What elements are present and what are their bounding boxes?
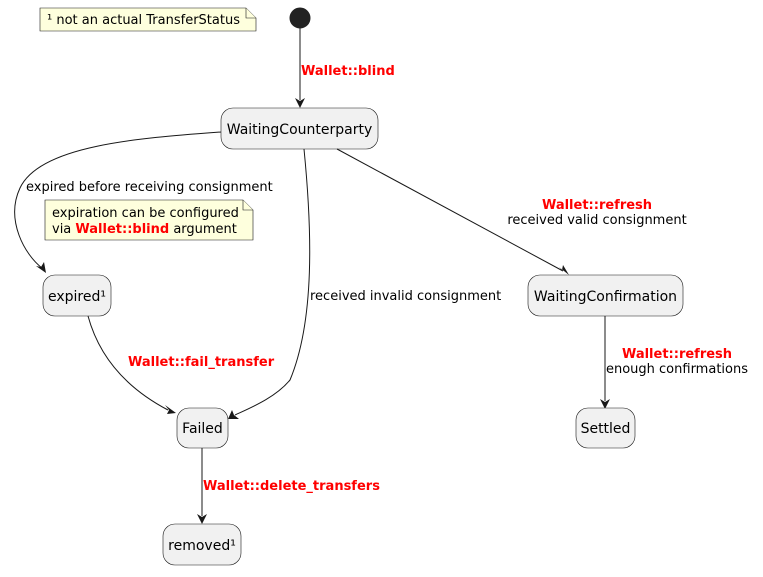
edge-start-to-waiting-counterparty: Wallet::blind — [295, 28, 395, 108]
state-waiting-confirmation: WaitingConfirmation — [527, 274, 684, 317]
edge-waiting-counterparty-to-expired: expired before receiving consignment — [14, 131, 273, 273]
edge-failed-to-removed: Wallet::delete_transfers — [197, 448, 380, 524]
state-removed-label: removed¹ — [168, 538, 236, 554]
label-enough-confirmations: enough confirmations — [606, 362, 748, 377]
edge-waiting-counterparty-to-waiting-confirmation: Wallet::refresh received valid consignme… — [336, 148, 687, 275]
state-settled-label: Settled — [581, 421, 631, 437]
label-wallet-refresh-1: Wallet::refresh — [542, 198, 652, 213]
state-failed-label: Failed — [182, 421, 223, 437]
expiration-note-line1: expiration can be configured — [52, 206, 239, 221]
label-expired-before-receiving: expired before receiving consignment — [26, 180, 273, 195]
label-wallet-blind: Wallet::blind — [301, 64, 395, 79]
expiration-note: expiration can be configured via Wallet:… — [44, 199, 254, 241]
expiration-note-line2: via Wallet::blind argument — [52, 222, 237, 237]
label-received-invalid-consignment: received invalid consignment — [310, 289, 501, 304]
label-wallet-fail-transfer: Wallet::fail_transfer — [128, 355, 275, 370]
edge-waiting-confirmation-to-settled: Wallet::refresh enough confirmations — [600, 316, 748, 409]
label-received-valid-consignment: received valid consignment — [507, 213, 686, 228]
label-wallet-refresh-2: Wallet::refresh — [622, 347, 732, 362]
state-failed: Failed — [176, 407, 229, 449]
state-waiting-counterparty: WaitingCounterparty — [220, 107, 379, 150]
state-settled: Settled — [575, 407, 636, 449]
edge-expired-to-failed: Wallet::fail_transfer — [87, 315, 275, 414]
state-removed: removed¹ — [162, 523, 242, 566]
state-waiting-confirmation-label: WaitingConfirmation — [534, 289, 677, 305]
label-wallet-delete-transfers: Wallet::delete_transfers — [203, 479, 380, 494]
state-expired: expired¹ — [42, 274, 112, 317]
state-waiting-counterparty-label: WaitingCounterparty — [227, 122, 373, 138]
edge-waiting-counterparty-to-failed: received invalid consignment — [228, 148, 501, 419]
state-expired-label: expired¹ — [48, 289, 106, 305]
footnote-note: ¹ not an actual TransferStatus — [39, 7, 257, 32]
footnote-text: ¹ not an actual TransferStatus — [47, 13, 240, 28]
start-node — [289, 7, 311, 29]
